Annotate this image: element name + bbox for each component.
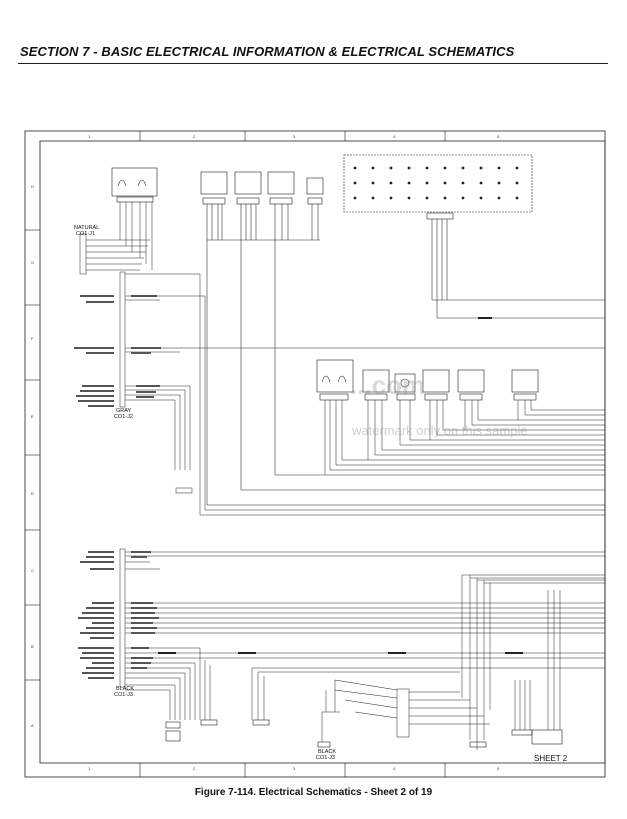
row-label: G (31, 260, 34, 265)
top-right-panel-symbols (353, 166, 519, 200)
row-label: H (31, 184, 34, 189)
relay-block-top-left (111, 167, 158, 203)
black-connector-2-code: CO1-J3 (316, 755, 335, 761)
black-connector-wires (125, 551, 605, 720)
lower-sub-connectors (165, 719, 563, 748)
mid-relay-wires (324, 400, 605, 475)
watermark-site: ...com (350, 370, 426, 400)
col-label-bottom: 2 (193, 766, 196, 771)
col-label-top: 5 (497, 134, 500, 139)
row-label: E (31, 414, 34, 419)
natural-connector-code: CO1-J1 (76, 231, 95, 237)
sheet-reference: SHEET 2 (534, 754, 568, 763)
inner-frame (39, 140, 606, 764)
lower-center-connector (321, 679, 490, 742)
col-label-bottom: 1 (88, 766, 91, 771)
col-label-top: 2 (193, 134, 196, 139)
black-connector-2-label: BLACK (318, 749, 336, 755)
natural-connector (79, 202, 153, 275)
natural-connector-label: NATURAL (74, 225, 99, 231)
splice-marks (158, 317, 523, 654)
row-label: F (31, 336, 34, 341)
row-dividers (25, 229, 40, 681)
row-label: D (31, 491, 34, 496)
top-right-panel (343, 154, 533, 220)
outer-frame (24, 130, 606, 778)
gray-sub-connector (175, 487, 193, 494)
col-label-bottom: 3 (293, 766, 296, 771)
col-label-top: 1 (88, 134, 91, 139)
column-dividers (139, 131, 446, 777)
header-rule (18, 63, 608, 64)
row-label: A (31, 723, 34, 728)
watermark-note: watermark only on this sample (352, 423, 528, 438)
mid-relay-row (316, 359, 539, 401)
col-label-bottom: 5 (497, 766, 500, 771)
gray-connector-code: CO1-J2 (114, 414, 133, 420)
col-label-top: 4 (393, 134, 396, 139)
row-label: B (31, 644, 34, 649)
black-connector-code: CO1-J3 (114, 692, 133, 698)
top-module-wires (206, 204, 605, 505)
lower-left-label-marks (78, 551, 159, 679)
black-connector-bus (119, 548, 126, 688)
col-label-bottom: 4 (393, 766, 396, 771)
section-title: SECTION 7 - BASIC ELECTRICAL INFORMATION… (20, 44, 515, 59)
right-side-verticals (461, 574, 605, 750)
gray-connector-wires (125, 273, 605, 516)
left-wire-label-marks (74, 295, 161, 407)
figure-caption: Figure 7-114. Electrical Schematics - Sh… (194, 787, 433, 798)
col-label-top: 3 (293, 134, 296, 139)
top-modules (200, 171, 324, 205)
row-label: C (31, 568, 34, 573)
gray-connector-label: GRAY (116, 408, 132, 414)
black-connector-label: BLACK (116, 686, 134, 692)
gray-connector-bus (119, 271, 126, 408)
